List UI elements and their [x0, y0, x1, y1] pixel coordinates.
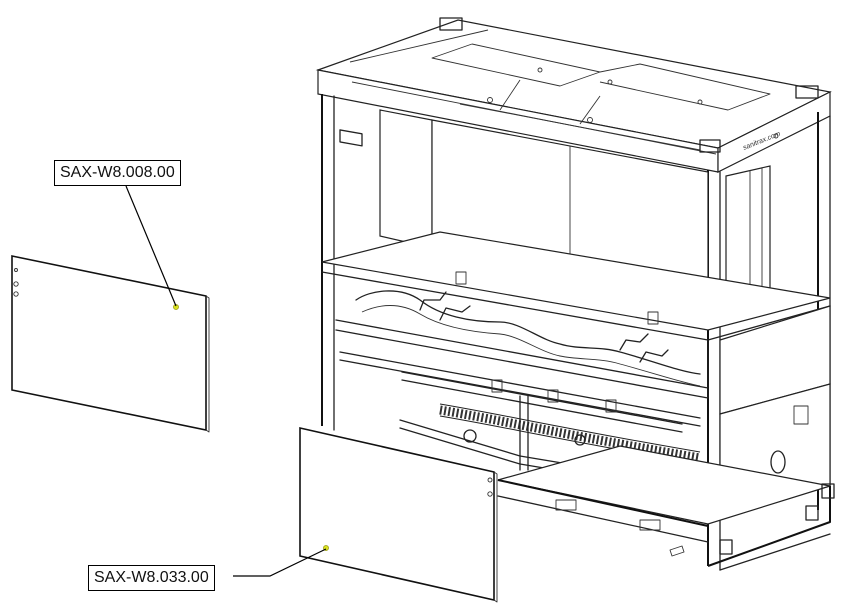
side-panel-callout-marker — [173, 304, 179, 310]
leader-line-side-panel — [125, 185, 177, 307]
front-panel-detached — [299, 426, 498, 603]
part-number-callout-front-panel: SAX-W8.033.00 — [88, 565, 215, 591]
part-number-callout-side-panel: SAX-W8.008.00 — [54, 160, 181, 186]
unit-frame: sanitrax.com — [315, 17, 835, 571]
leader-line-front-panel — [233, 548, 327, 577]
side-panel-detached — [11, 255, 210, 433]
